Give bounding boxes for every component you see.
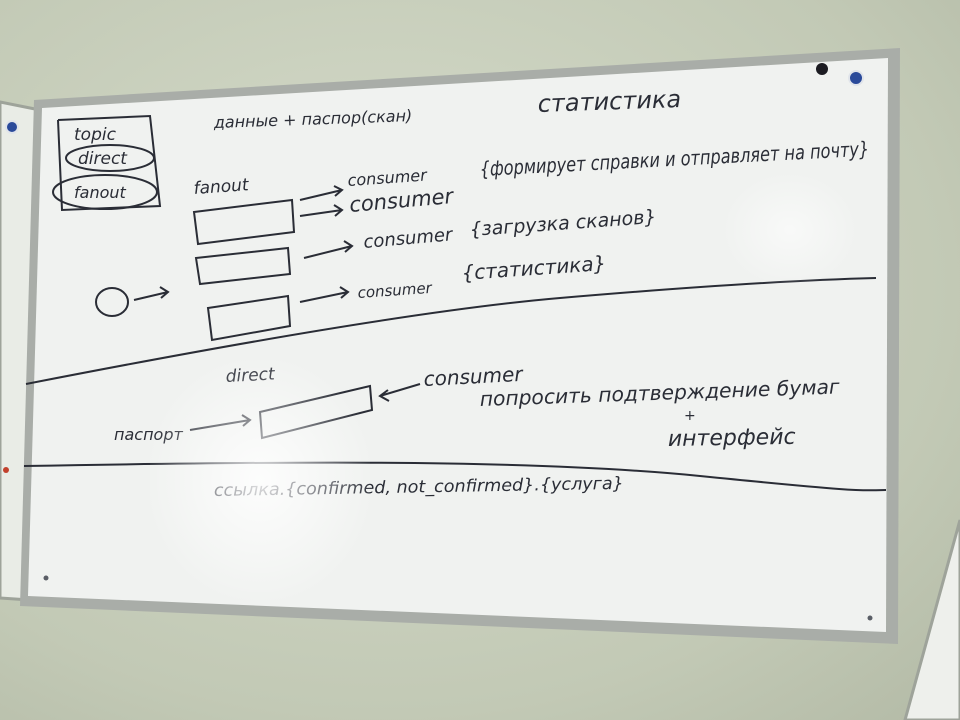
arrow-4 (299, 286, 350, 303)
queue-box-3 (206, 294, 292, 342)
legend-fanout: fanout (74, 183, 127, 202)
source-passport: паспорт (114, 425, 183, 444)
legend-direct: direct (78, 149, 128, 169)
note-plus: + (684, 408, 696, 424)
direct-consumer: consumer (423, 362, 525, 391)
queue-box-1 (192, 198, 296, 246)
legend-topic: topic (74, 125, 117, 145)
header-statistics: статистика (537, 85, 681, 118)
magnet-blue (848, 70, 864, 86)
red-marker-dot (3, 467, 9, 473)
arrow-consumer-direct (378, 383, 421, 402)
screw (867, 615, 873, 621)
fanout-label: fanout (193, 175, 251, 199)
arrow-3 (303, 240, 354, 259)
arrow-producer (133, 286, 170, 301)
magnet-black (816, 63, 828, 75)
consumer-4: consumer (357, 279, 433, 302)
right-board-edge (903, 519, 960, 720)
direct-label: direct (225, 364, 276, 387)
queue-box-2 (194, 246, 292, 286)
exchange-legend: topic direct fanout (52, 114, 162, 212)
fanout-section: fanout consumer consumer consumer consum… (95, 137, 870, 342)
magnet-blue-left (5, 120, 19, 134)
note-interface: интерфейс (668, 425, 796, 452)
arrow-1 (299, 185, 344, 201)
arrow-2 (299, 204, 344, 217)
producer-circle (95, 287, 129, 317)
screw (43, 575, 49, 581)
